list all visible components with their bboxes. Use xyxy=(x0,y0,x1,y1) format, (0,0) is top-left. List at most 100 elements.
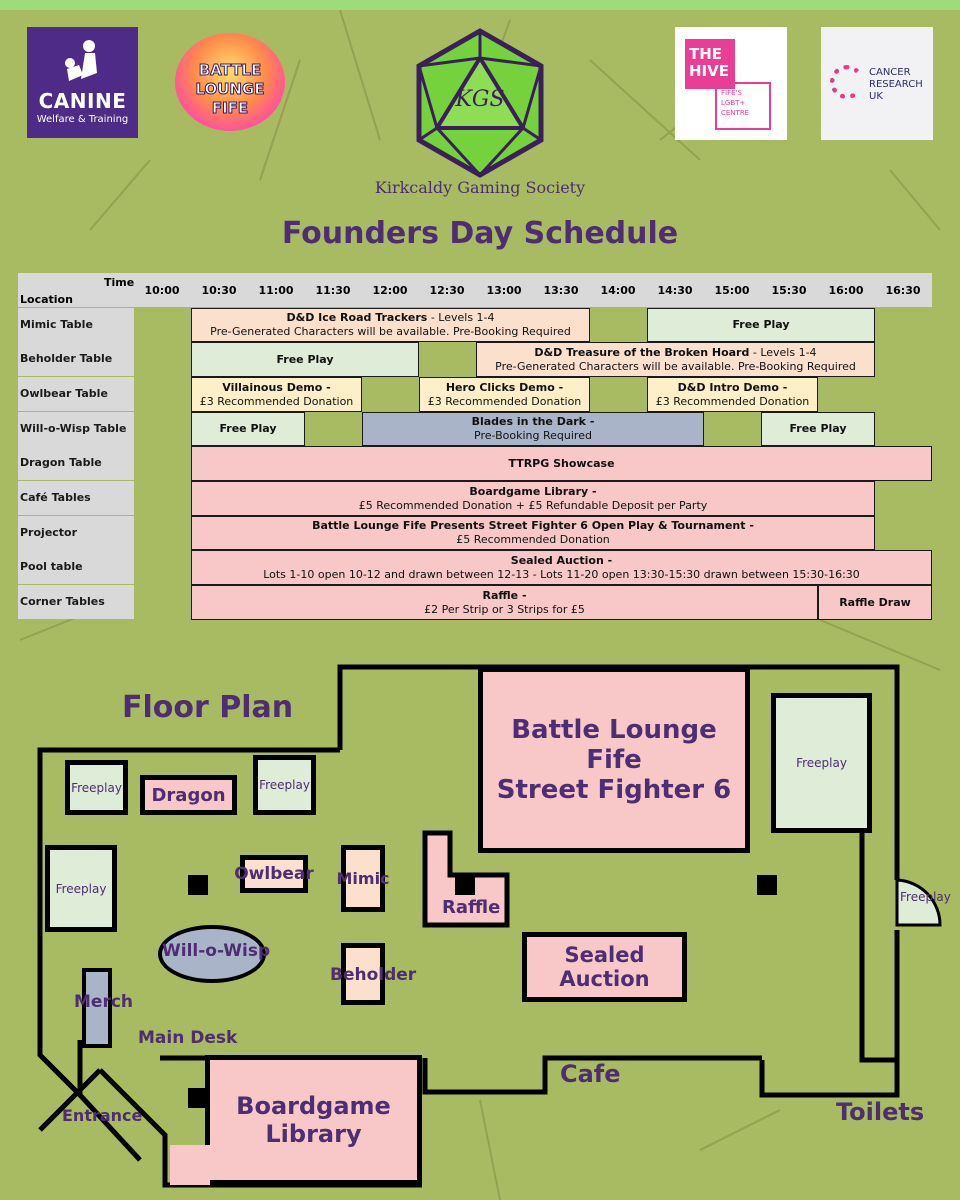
freeplay-corner-shape xyxy=(895,878,942,927)
event-detail: Lots 1-10 open 10-12 and drawn between 1… xyxy=(263,567,860,581)
hive-title: THE HIVE xyxy=(685,39,735,89)
owlbear-label: Owlbear xyxy=(234,864,314,884)
event-title: Free Play xyxy=(276,352,334,366)
event-boardgame-library: Boardgame Library - £5 Recommended Donat… xyxy=(191,481,875,516)
event-detail: Pre-Generated Characters will be availab… xyxy=(210,325,571,338)
event-title: Blades in the Dark - xyxy=(471,415,595,428)
time-label: 10:00 xyxy=(144,284,180,297)
time-label: 11:00 xyxy=(258,284,294,297)
event-sealed-auction: Sealed Auction - Lots 1-10 open 10-12 an… xyxy=(191,550,932,585)
time-label: 11:30 xyxy=(315,284,351,297)
event-detail: Pre-Generated Characters will be availab… xyxy=(495,359,856,373)
toilets-label: Toilets xyxy=(836,1098,925,1126)
event-title: Villainous Demo - xyxy=(222,380,331,394)
pillar xyxy=(188,1088,208,1108)
boardgame-label-1: Boardgame xyxy=(236,1092,391,1120)
hive-subtitle: FIFE'S LGBT+ CENTRE xyxy=(715,82,771,130)
pillar xyxy=(757,875,777,895)
event-free-play: Free Play xyxy=(191,342,419,377)
event-villainous-demo: Villainous Demo - £3 Recommended Donatio… xyxy=(191,377,362,412)
kgs-monogram: KGS xyxy=(454,87,504,112)
canine-title: CANINE xyxy=(38,89,127,113)
event-title: Sealed Auction - xyxy=(510,553,613,567)
battle-lounge-logo: BATTLE LOUNGE FIFE xyxy=(175,33,285,131)
time-header: Time xyxy=(104,276,135,289)
event-free-play: Free Play xyxy=(191,412,305,446)
event-title: D&D Treasure of the Broken Hoard xyxy=(534,345,750,359)
boardgame-library-extension xyxy=(170,1145,210,1185)
owlbear-table: Owlbear xyxy=(234,855,314,893)
event-free-play: Free Play xyxy=(761,412,875,446)
will-o-wisp-table xyxy=(158,925,266,983)
beholder-table xyxy=(341,943,385,1005)
event-detail: £2 Per Strip or 3 Strips for £5 xyxy=(424,602,585,616)
the-hive-logo: THE HIVE FIFE'S LGBT+ CENTRE xyxy=(675,27,787,140)
pillar xyxy=(188,875,208,895)
time-label: 16:30 xyxy=(885,284,921,297)
pillar xyxy=(455,875,475,895)
event-title: Boardgame Library - xyxy=(469,484,597,498)
location-owlbear: Owlbear Table xyxy=(18,377,134,411)
schedule-header xyxy=(18,273,932,307)
event-free-play: Free Play xyxy=(647,308,875,342)
battle-logo-line2: LOUNGE xyxy=(195,80,265,99)
d20-dice-icon: KGS xyxy=(416,28,544,178)
sealed-auction-label: Sealed Auction xyxy=(559,943,650,991)
mimic-table: Mimic xyxy=(336,845,390,912)
freeplay-table: Freeplay xyxy=(65,760,128,815)
event-dnd-intro-demo: D&D Intro Demo - £3 Recommended Donation xyxy=(647,377,818,412)
merch-label: Merch xyxy=(74,992,134,1012)
location-will-o-wisp: Will-o-Wisp Table xyxy=(18,412,134,446)
battle-logo-line3: FIFE xyxy=(211,99,249,118)
dragon-table: Dragon xyxy=(140,775,237,815)
freeplay-label: Freeplay xyxy=(259,778,310,792)
battle-lounge-room: Battle Lounge Fife Street Fighter 6 xyxy=(478,667,750,853)
cafe-label: Cafe xyxy=(560,1060,621,1088)
freeplay-label: Freeplay xyxy=(796,756,847,770)
event-title: TTRPG Showcase xyxy=(508,456,615,470)
event-detail: £5 Recommended Donation + £5 Refundable … xyxy=(358,498,708,512)
mimic-label: Mimic xyxy=(336,869,390,888)
location-header: Location xyxy=(20,293,73,306)
canine-welfare-logo: CANINE Welfare & Training xyxy=(27,27,138,138)
time-label: 13:30 xyxy=(543,284,579,297)
event-title: Battle Lounge Fife Presents Street Fight… xyxy=(312,519,754,532)
event-title: Raffle Draw xyxy=(839,595,911,609)
cancer-research-c-icon xyxy=(830,65,864,99)
battle-label-1: Battle Lounge Fife xyxy=(511,715,717,775)
event-title: D&D Ice Road Trackers xyxy=(286,311,428,324)
event-suffix: - Levels 1-4 xyxy=(749,345,817,359)
kgs-caption: Kirkcaldy Gaming Society xyxy=(374,178,586,197)
event-blades-in-the-dark: Blades in the Dark - Pre-Booking Require… xyxy=(362,412,704,446)
time-label: 12:30 xyxy=(429,284,465,297)
event-hero-clicks-demo: Hero Clicks Demo - £3 Recommended Donati… xyxy=(419,377,590,412)
location-cafe: Café Tables xyxy=(18,481,134,515)
event-title: D&D Intro Demo - xyxy=(677,380,788,394)
canine-subtitle: Welfare & Training xyxy=(36,114,129,125)
sealed-auction-table: Sealed Auction xyxy=(522,932,687,1002)
event-detail: Pre-Booking Required xyxy=(474,429,592,442)
dragon-label: Dragon xyxy=(151,784,226,806)
freeplay-table: Freeplay xyxy=(45,845,117,932)
raffle-label: Raffle xyxy=(442,897,501,918)
event-suffix: - Levels 1-4 xyxy=(427,311,495,324)
event-detail: £5 Recommended Donation xyxy=(456,533,610,546)
boardgame-library-room: Boardgame Library xyxy=(205,1055,422,1185)
entrance-label: Entrance xyxy=(62,1106,143,1125)
merch-table xyxy=(82,968,112,1048)
freeplay-table: Freeplay xyxy=(771,693,872,833)
battle-label-2: Street Fighter 6 xyxy=(496,775,732,805)
location-dragon: Dragon Table xyxy=(18,446,134,480)
time-label: 14:00 xyxy=(600,284,636,297)
event-title: Hero Clicks Demo - xyxy=(445,380,564,394)
location-corner: Corner Tables xyxy=(18,585,134,619)
dog-and-person-icon xyxy=(65,40,97,81)
event-ice-road-trackers: D&D Ice Road Trackers - Levels 1-4 Pre-G… xyxy=(191,308,590,342)
freeplay-corner-label: Freeplay xyxy=(900,890,951,904)
time-label: 16:00 xyxy=(828,284,864,297)
time-label: 13:00 xyxy=(486,284,522,297)
event-detail: £3 Recommended Donation xyxy=(427,394,582,408)
event-raffle: Raffle - £2 Per Strip or 3 Strips for £5 xyxy=(191,585,818,620)
